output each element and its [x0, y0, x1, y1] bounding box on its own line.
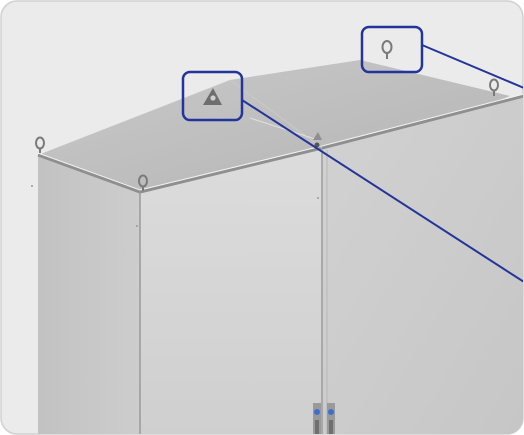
lifting-bracket-callout-center [181, 70, 244, 122]
roof-bracket [313, 132, 322, 148]
lifting-bracket [203, 88, 222, 105]
lifting-eye-right [489, 78, 499, 96]
callout-leader-center [241, 99, 523, 283]
cabinet-left-side [38, 155, 140, 434]
door-latch [313, 403, 335, 434]
lifting-eye-top [381, 40, 393, 59]
lifting-eye-left [35, 136, 45, 153]
cabinet-right-door [322, 96, 523, 434]
callout-leader-top [421, 44, 523, 89]
cabinet-left-door [140, 148, 322, 434]
roof-front-rail [37, 94, 523, 194]
lifting-eye-front [138, 174, 148, 191]
lifting-eye-callout-top-right [360, 25, 424, 74]
